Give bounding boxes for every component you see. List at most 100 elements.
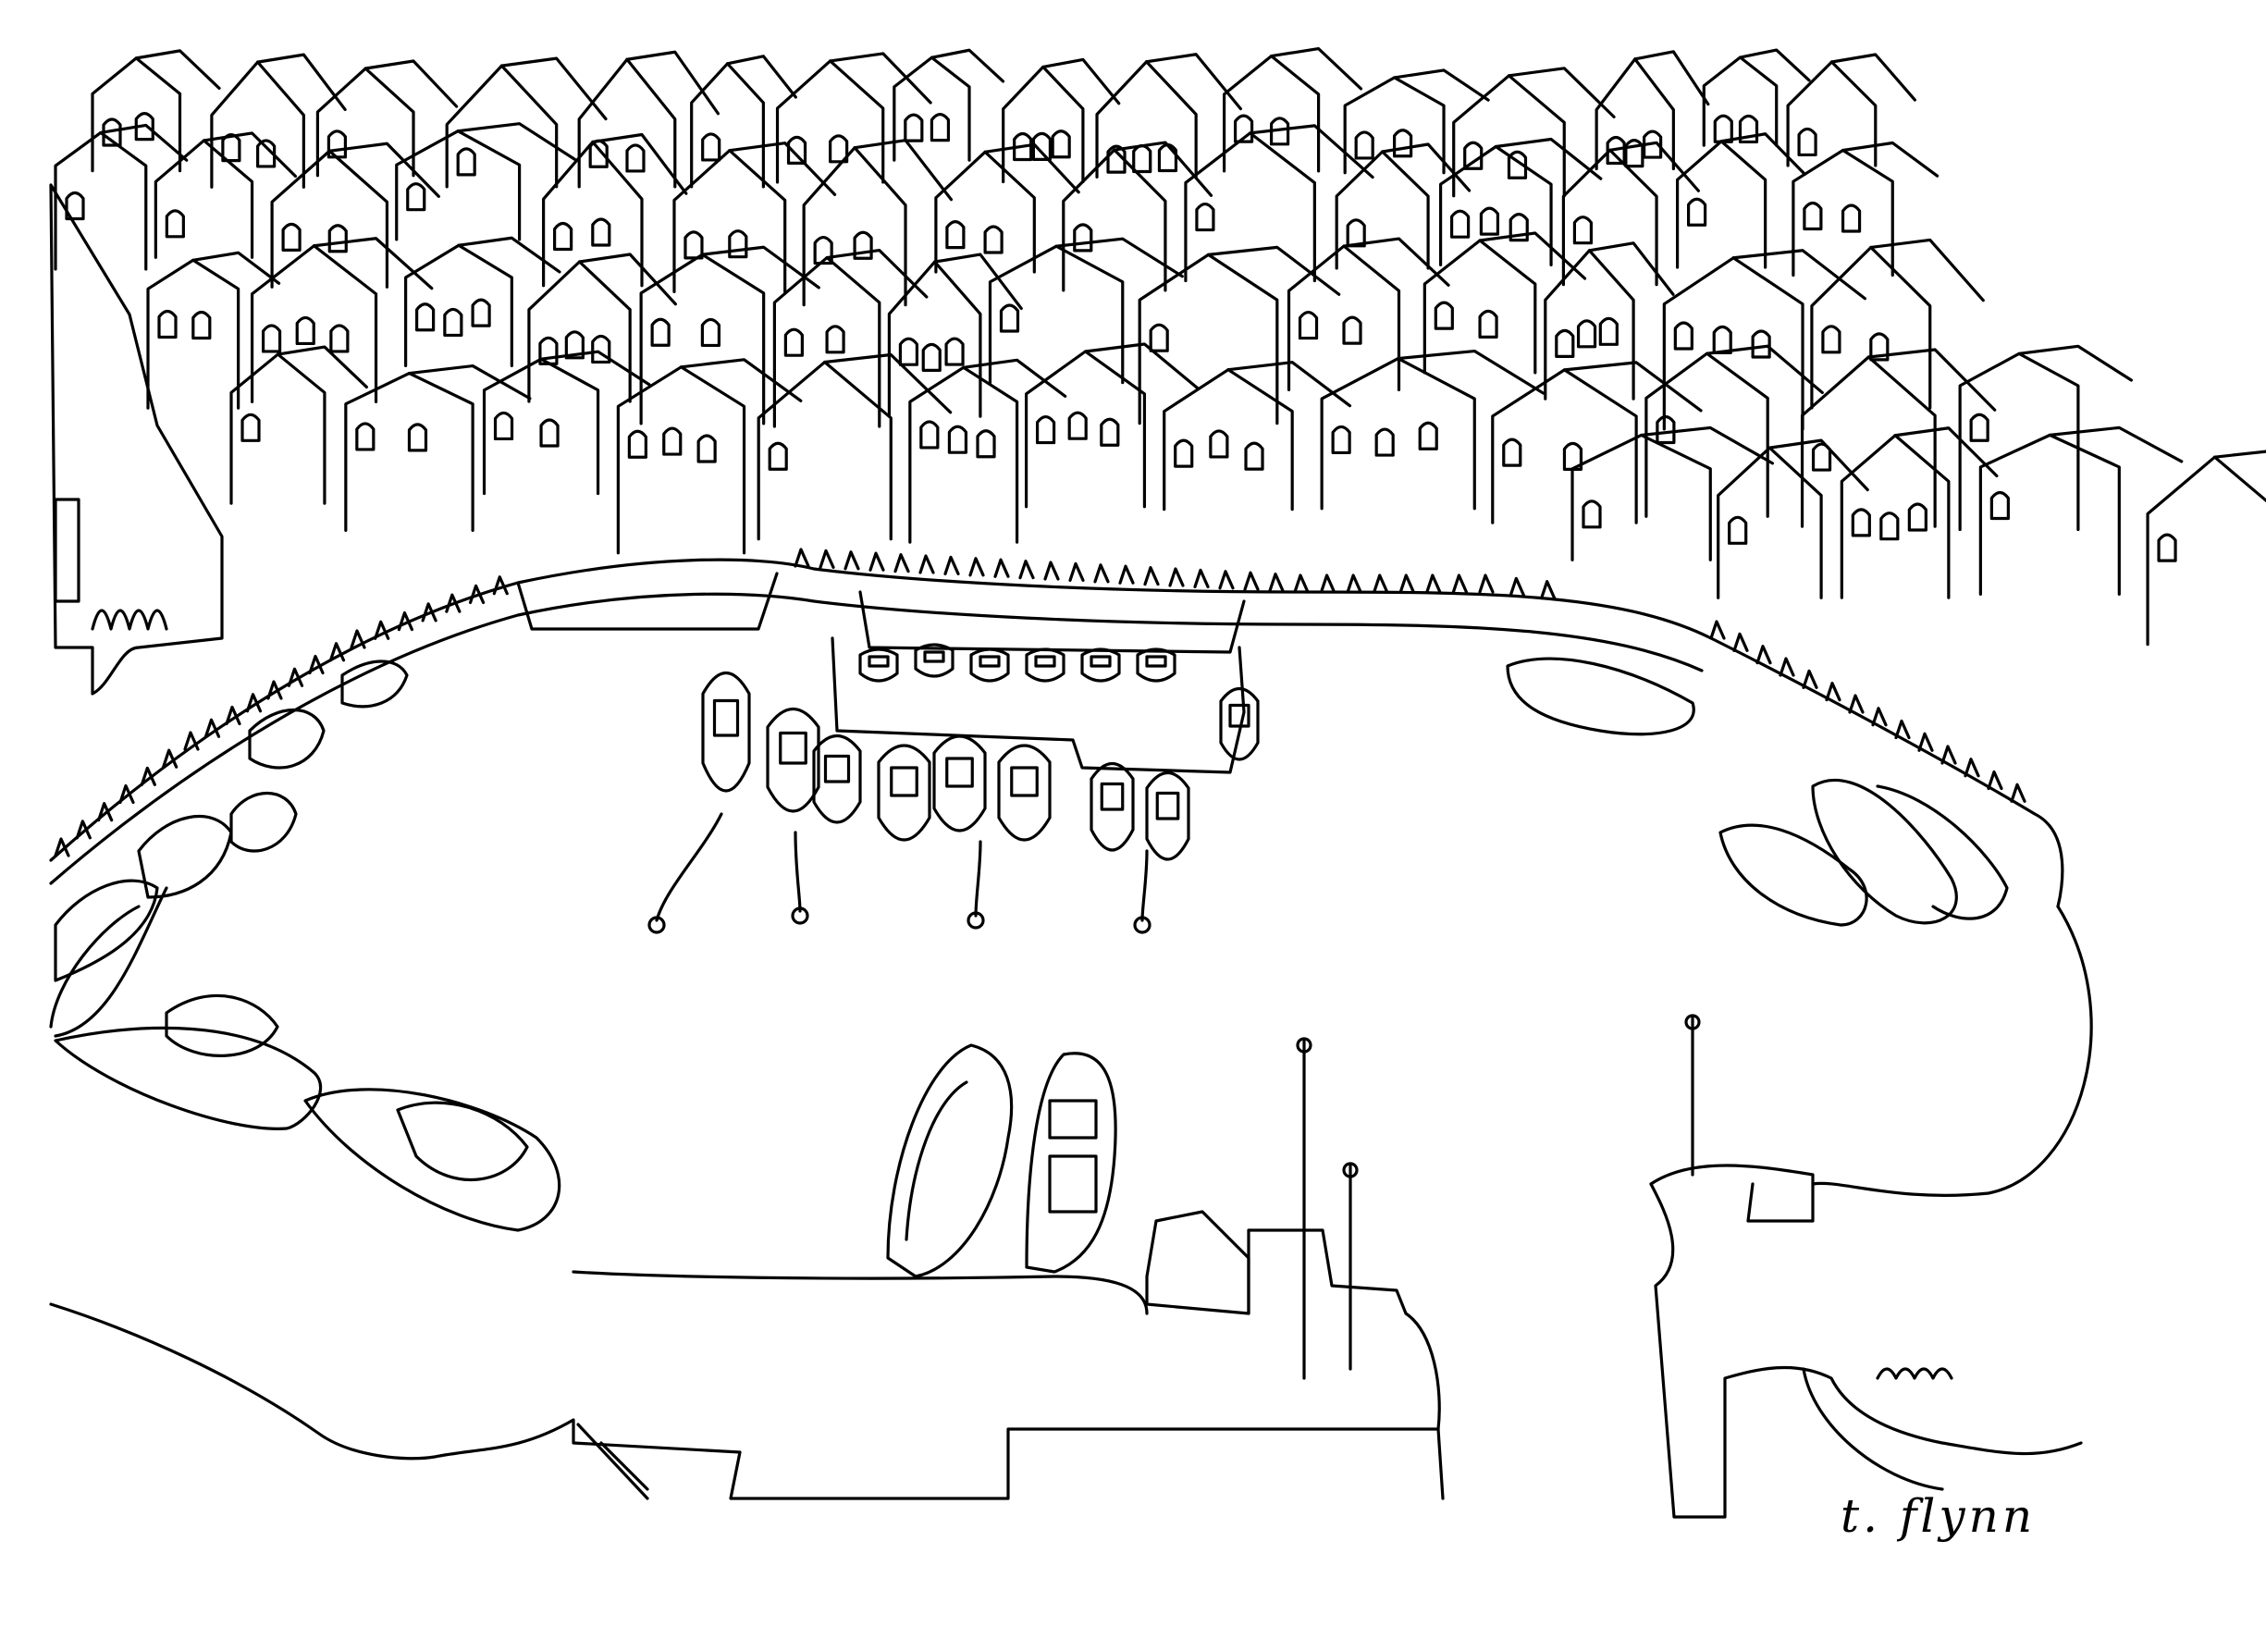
railing-post bbox=[1779, 657, 1795, 677]
railing-post bbox=[1168, 567, 1185, 587]
window bbox=[1606, 135, 1626, 166]
roof-line bbox=[983, 142, 1080, 194]
roof-line bbox=[679, 358, 803, 402]
railing-post bbox=[1509, 576, 1525, 597]
boat-cabin bbox=[823, 754, 851, 783]
roof-line bbox=[1562, 361, 1703, 413]
railing-post bbox=[1871, 707, 1888, 727]
window bbox=[456, 147, 476, 177]
window bbox=[976, 429, 996, 459]
roof-line bbox=[1869, 238, 1985, 302]
railing-post bbox=[1268, 573, 1285, 593]
railing-post bbox=[844, 550, 860, 571]
window bbox=[1393, 129, 1413, 158]
railing-post bbox=[968, 557, 985, 577]
boat-cabin bbox=[890, 766, 918, 797]
boat bbox=[932, 734, 987, 832]
window bbox=[945, 220, 966, 250]
window bbox=[415, 302, 436, 332]
window bbox=[591, 217, 611, 247]
roof-line bbox=[1731, 249, 1866, 301]
railing-post bbox=[1540, 580, 1557, 600]
roof-line bbox=[2212, 450, 2266, 459]
window bbox=[1100, 417, 1120, 447]
railing-post bbox=[397, 610, 414, 632]
roof-line bbox=[625, 50, 720, 116]
railing-post bbox=[918, 554, 935, 574]
house bbox=[1662, 256, 1804, 431]
boat bbox=[858, 647, 899, 683]
house bbox=[1717, 446, 1823, 599]
roof-line bbox=[1841, 141, 1940, 178]
window bbox=[1907, 502, 1927, 532]
window bbox=[2157, 533, 2177, 562]
window bbox=[1673, 321, 1693, 351]
window bbox=[1354, 130, 1374, 160]
window bbox=[157, 309, 178, 339]
railing-post bbox=[445, 593, 462, 613]
railing-post bbox=[1964, 758, 1980, 778]
roof-line bbox=[829, 52, 932, 105]
railing-post bbox=[1802, 669, 1818, 689]
harbour-wall-upper bbox=[49, 558, 2064, 908]
roof-line bbox=[191, 251, 281, 285]
window bbox=[728, 229, 748, 259]
window bbox=[1841, 203, 1862, 233]
railing-post bbox=[993, 558, 1010, 578]
railing-post bbox=[1732, 632, 1749, 652]
window bbox=[1149, 323, 1169, 352]
roof-line bbox=[962, 358, 1067, 398]
boat bbox=[1219, 686, 1260, 761]
window bbox=[1106, 144, 1127, 174]
house bbox=[1222, 55, 1321, 173]
window bbox=[1298, 310, 1319, 340]
house bbox=[616, 365, 746, 555]
boat-cabin bbox=[1228, 703, 1250, 728]
house bbox=[229, 352, 326, 505]
railing-post bbox=[1043, 561, 1060, 581]
window bbox=[406, 182, 426, 212]
window bbox=[1502, 438, 1522, 467]
railing-post bbox=[1825, 682, 1841, 702]
house bbox=[2146, 455, 2266, 647]
roof-line bbox=[134, 49, 221, 91]
roof-line bbox=[591, 132, 688, 195]
window bbox=[1643, 129, 1663, 159]
window bbox=[1576, 319, 1597, 349]
boat-cabin bbox=[1155, 791, 1180, 820]
railing-post bbox=[1243, 571, 1260, 591]
foreground-yachts bbox=[886, 1043, 1117, 1278]
roof-line bbox=[853, 139, 954, 202]
window bbox=[1989, 490, 2010, 521]
railing-post bbox=[1709, 620, 1726, 640]
harbour-railing bbox=[54, 548, 2026, 857]
boat-cabin bbox=[1034, 655, 1056, 668]
window bbox=[919, 420, 940, 450]
town-houses bbox=[54, 47, 2266, 647]
right-side-boats bbox=[1506, 657, 2009, 927]
railing-post bbox=[75, 820, 92, 840]
railing-post bbox=[421, 602, 437, 623]
boat-cabin bbox=[868, 655, 890, 668]
railing-post bbox=[1193, 568, 1210, 588]
window bbox=[983, 225, 1004, 254]
left-small-boats bbox=[54, 660, 409, 982]
roof-line bbox=[1083, 342, 1200, 390]
window bbox=[1073, 223, 1093, 253]
railing-post bbox=[1398, 573, 1415, 594]
roof-line bbox=[725, 55, 797, 99]
boat bbox=[812, 734, 862, 824]
roof-line bbox=[1041, 57, 1121, 105]
boat bbox=[766, 707, 820, 813]
window bbox=[650, 317, 671, 347]
roof-line bbox=[1640, 425, 1775, 465]
boat-cabin bbox=[712, 698, 740, 737]
window bbox=[591, 334, 611, 364]
window bbox=[553, 221, 573, 252]
roof-line bbox=[825, 248, 929, 299]
railing-post bbox=[943, 555, 960, 575]
window bbox=[1067, 411, 1088, 440]
house bbox=[887, 260, 982, 418]
roof-line bbox=[1226, 361, 1352, 408]
window bbox=[1582, 499, 1602, 529]
